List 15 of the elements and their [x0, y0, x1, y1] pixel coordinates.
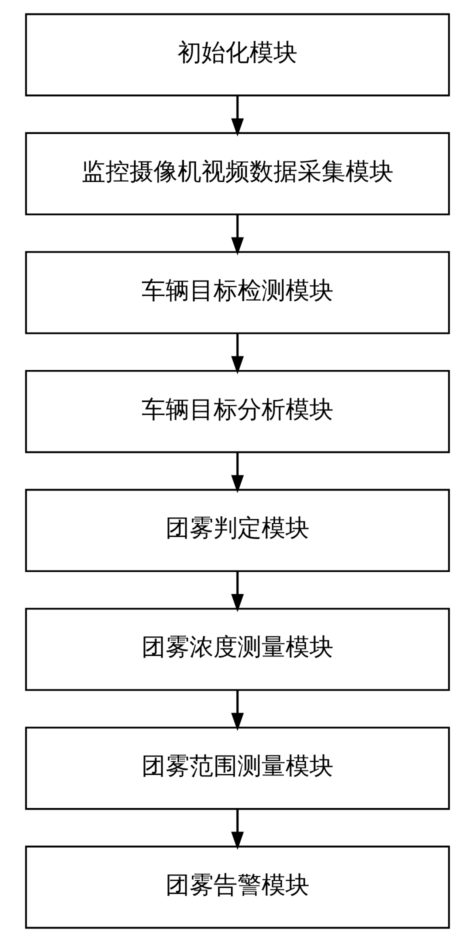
arrow	[230, 571, 244, 612]
arrow	[230, 96, 244, 136]
arrow	[230, 333, 244, 374]
arrow	[230, 214, 244, 256]
node-box: 车辆目标检测模块	[24, 251, 450, 334]
node-box: 团雾判定模块	[24, 488, 450, 572]
node-box: 团雾范围测量模块	[24, 726, 450, 810]
arrow	[230, 809, 244, 850]
node-box: 团雾告警模块	[24, 846, 450, 929]
node-box: 监控摄像机视频数据采集模块	[24, 132, 450, 216]
arrow	[230, 452, 244, 494]
node-box: 团雾浓度测量模块	[24, 608, 450, 691]
node-box: 初始化模块	[24, 13, 450, 96]
arrow	[230, 690, 244, 731]
node-box: 车辆目标分析模块	[24, 370, 450, 454]
